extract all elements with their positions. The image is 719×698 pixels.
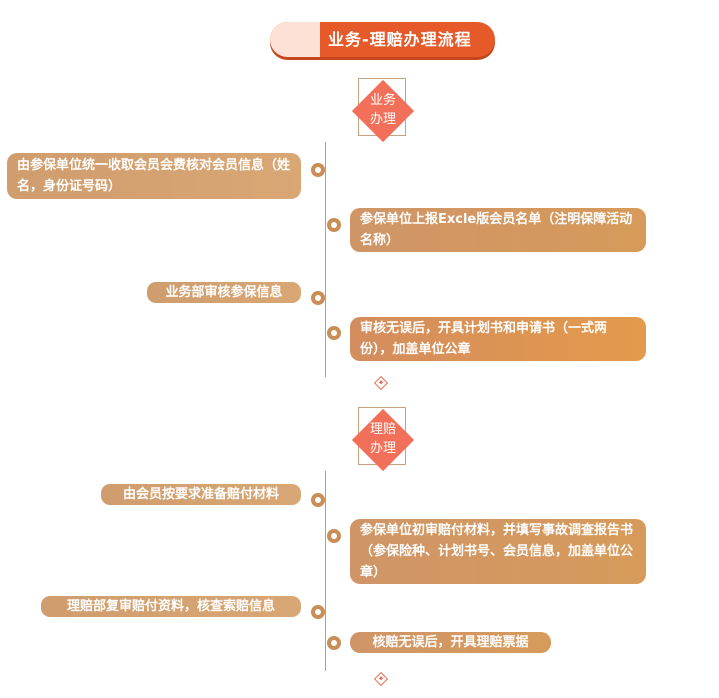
section-marker-business: 业务办理: [348, 78, 418, 148]
end-diamond-icon: [373, 375, 389, 391]
step-bubble: 参保单位上报Excle版会员名单（注明保障活动名称）: [350, 208, 646, 252]
step-bubble: 审核无误后，开具计划书和申请书（一式两份），加盖单位公章: [350, 317, 646, 361]
end-diamond-icon: [373, 671, 389, 687]
timeline-dot: [327, 636, 341, 650]
step-bubble: 参保单位初审赔付材料，并填写事故调查报告书（参保险种、计划书号、会员信息，加盖单…: [350, 519, 646, 584]
step-bubble: 业务部审核参保信息: [147, 282, 301, 303]
step-text: 核赔无误后，开具理赔票据: [372, 635, 529, 650]
timeline-line: [325, 142, 326, 377]
timeline-dot: [327, 529, 341, 543]
section-label: 理赔办理: [369, 422, 396, 456]
step-bubble: 由会员按要求准备赔付材料: [101, 484, 301, 505]
step-text: 由参保单位统一收取会员会费核对会员信息（姓名，身份证号码）: [17, 158, 291, 194]
timeline-line: [325, 471, 326, 671]
title-banner: 业务-理赔办理流程: [270, 22, 495, 57]
timeline-dot: [311, 605, 325, 619]
step-text: 参保单位初审赔付材料，并填写事故调查报告书（参保险种、计划书号、会员信息，加盖单…: [360, 523, 634, 580]
page-title: 业务-理赔办理流程: [328, 30, 472, 49]
step-bubble: 理赔部复审赔付资料，核查索赔信息: [41, 596, 301, 617]
step-text: 理赔部复审赔付资料，核查索赔信息: [66, 599, 275, 614]
timeline-dot: [311, 493, 325, 507]
step-bubble: 核赔无误后，开具理赔票据: [350, 632, 551, 653]
timeline-dot: [327, 218, 341, 232]
section-label: 业务办理: [369, 93, 396, 127]
section-marker-claims: 理赔办理: [348, 407, 418, 477]
timeline-dot: [327, 326, 341, 340]
step-text: 业务部审核参保信息: [165, 285, 283, 300]
banner-accent: [270, 22, 320, 57]
timeline-dot: [311, 291, 325, 305]
timeline-dot: [311, 163, 325, 177]
step-text: 由会员按要求准备赔付材料: [122, 487, 279, 502]
step-text: 审核无误后，开具计划书和申请书（一式两份），加盖单位公章: [360, 321, 608, 357]
step-text: 参保单位上报Excle版会员名单（注明保障活动名称）: [360, 212, 633, 248]
step-bubble: 由参保单位统一收取会员会费核对会员信息（姓名，身份证号码）: [7, 153, 301, 199]
